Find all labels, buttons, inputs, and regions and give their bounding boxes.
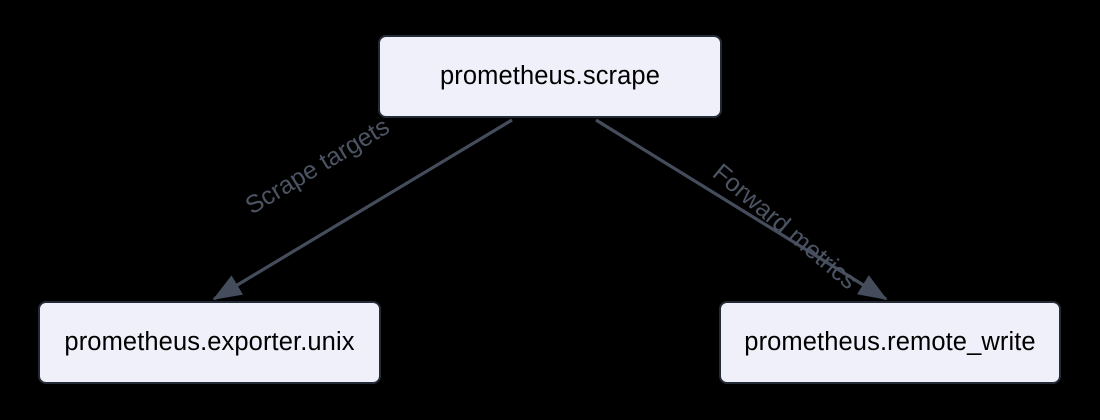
edge-scrape-to-remote-write bbox=[595, 118, 888, 301]
node-prometheus-exporter-unix[interactable]: prometheus.exporter.unix bbox=[38, 301, 381, 384]
node-prometheus-scrape[interactable]: prometheus.scrape bbox=[378, 35, 722, 118]
node-prometheus-remote-write[interactable]: prometheus.remote_write bbox=[719, 301, 1061, 384]
node-label: prometheus.scrape bbox=[440, 61, 660, 90]
node-label: prometheus.remote_write bbox=[744, 327, 1036, 356]
edge-scrape-to-exporter-unix bbox=[212, 118, 513, 301]
node-label: prometheus.exporter.unix bbox=[64, 327, 355, 356]
